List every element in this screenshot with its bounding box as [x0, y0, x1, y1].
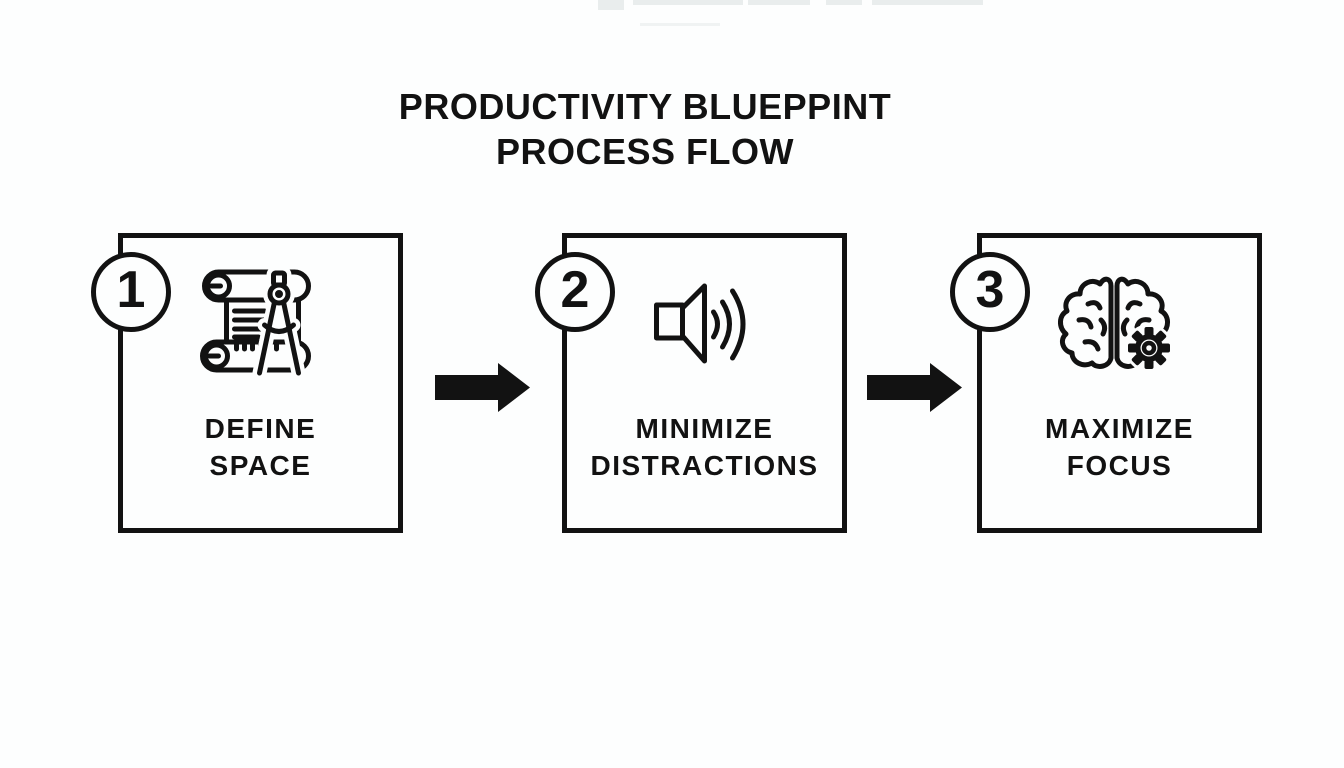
- step-1-number-badge: 1: [91, 252, 171, 332]
- step-label-line-2: SPACE: [209, 450, 312, 481]
- arrow-right-icon: [435, 363, 530, 412]
- page-title: PRODUCTIVITY BLUEPPINT PROCESS FLOW: [399, 84, 891, 174]
- step-label: MAXIMIZE FOCUS: [982, 410, 1257, 484]
- top-crop-artifact-segment: [872, 0, 983, 5]
- title-line-1: PRODUCTIVITY BLUEPPINT: [398, 86, 892, 127]
- step-label-line-2: DISTRACTIONS: [590, 450, 819, 481]
- top-crop-artifact-segment: [826, 0, 862, 5]
- title-line-2: PROCESS FLOW: [495, 131, 795, 172]
- step-label-line-1: MAXIMIZE: [1045, 413, 1194, 444]
- step-label: MINIMIZE DISTRACTIONS: [567, 410, 842, 484]
- top-crop-artifact: [0, 0, 1344, 30]
- step-box-maximize-focus: 3: [950, 233, 1262, 533]
- step-label-line-2: FOCUS: [1066, 450, 1173, 481]
- speaker-sound-waves-icon: [647, 276, 762, 378]
- step-3-number-badge: 3: [950, 252, 1030, 332]
- top-crop-artifact-segment: [633, 0, 743, 5]
- blueprint-compass-icon: [188, 263, 333, 388]
- top-crop-artifact-segment: [748, 0, 810, 5]
- step-number: 1: [116, 261, 146, 319]
- brain-gear-icon: [1055, 268, 1185, 393]
- top-crop-artifact-segment: [598, 0, 624, 10]
- step-box-define-space: 1: [91, 233, 403, 533]
- step-number: 2: [560, 261, 590, 319]
- step-2-number-badge: 2: [535, 252, 615, 332]
- arrow-right-icon: [867, 363, 962, 412]
- step-number: 3: [975, 261, 1005, 319]
- top-crop-artifact-segment: [640, 23, 720, 26]
- step-box-minimize-distractions: 2 MINIMIZE DISTRACTIONS: [535, 233, 847, 533]
- step-label-line-1: MINIMIZE: [635, 413, 774, 444]
- step-label-line-1: DEFINE: [204, 413, 317, 444]
- step-label: DEFINE SPACE: [123, 410, 398, 484]
